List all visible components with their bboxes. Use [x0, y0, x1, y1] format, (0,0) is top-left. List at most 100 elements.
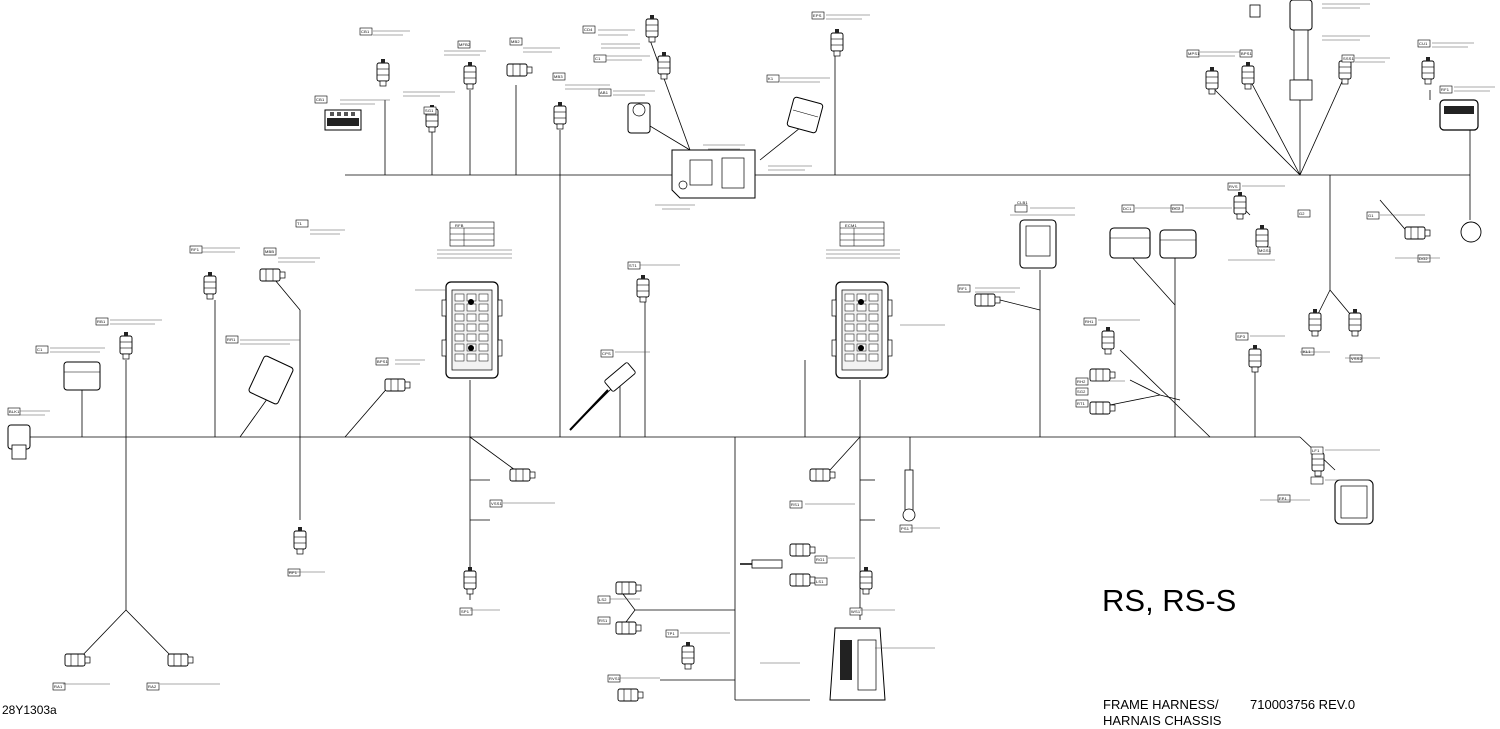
connector-sp3: [636, 274, 650, 303]
module-dc2: [1159, 229, 1197, 259]
connector-rh1: [1101, 326, 1115, 355]
connector-lf1: [974, 293, 1001, 307]
connector-ra1: [64, 653, 91, 667]
connector-rs1: [859, 566, 873, 595]
connector-ls1: [615, 581, 642, 595]
connector-tag: LS1: [816, 579, 824, 584]
connector-rt1: [1308, 308, 1322, 337]
connector-tag: MBB: [265, 249, 275, 254]
connector-tag: CD4: [584, 27, 593, 32]
connector-tag: G2: [1299, 211, 1305, 216]
connector-sg2: [1089, 401, 1116, 415]
connector-mfb2: [463, 61, 477, 90]
connector-tag: SP1: [461, 609, 470, 614]
connector-tag: RVS1: [609, 676, 621, 681]
connector-tag: RG1: [816, 557, 825, 562]
connector-tag: AB1: [600, 90, 609, 95]
black-block-cb1: [324, 109, 362, 131]
connector-tag: CLB1: [1017, 200, 1028, 205]
connector-cb1: [376, 58, 390, 87]
connector-tag: RF1: [959, 286, 968, 291]
ecm-bracket: [671, 149, 756, 199]
connector-rb1: [119, 331, 133, 360]
harness-title-fr: HARNAIS CHASSIS: [1103, 713, 1222, 728]
connector-tag: WS1: [851, 609, 861, 614]
connector-mgs1: [1248, 344, 1262, 373]
connector-tag: RS1: [791, 502, 800, 507]
model-label: RS, RS-S: [1102, 583, 1237, 618]
connector-tag: SP3: [1237, 334, 1246, 339]
connector-tag: C1: [37, 347, 43, 352]
connector-tag: LF1: [1312, 448, 1320, 453]
connector-tag: RA1: [54, 684, 63, 689]
connector-sp1: [463, 566, 477, 595]
connector-tag: BPS1: [377, 359, 389, 364]
connector-tag: MPS1: [1188, 51, 1200, 56]
connector-tag: RB1: [97, 319, 106, 324]
connector-tag: MB3: [554, 74, 563, 79]
connector-eps: [830, 28, 844, 57]
connector-rg1: [681, 641, 695, 670]
connector-tag: ST1: [629, 263, 637, 268]
main-connector-left: [7, 424, 31, 460]
connector-tag: RT1: [1077, 401, 1086, 406]
connector-mb2: [506, 63, 533, 77]
connector-tag: PS1: [901, 526, 910, 531]
fuse-box-ecm: [831, 281, 893, 379]
junction-c1: [63, 361, 101, 391]
module-t1: [248, 355, 294, 405]
connector-tag: TP1: [667, 631, 675, 636]
connector-tag: MB2: [511, 39, 520, 44]
connector-rr1: [384, 378, 411, 392]
connector-tp1: [617, 688, 644, 702]
module-fp1: [829, 627, 886, 701]
connector-tag: RA2: [148, 684, 157, 689]
connector-tag: RFB: [455, 223, 464, 228]
connector-tag: MGS1: [1259, 248, 1272, 253]
connector-tag: VSS2: [1351, 356, 1363, 361]
module-ab1: [786, 96, 824, 134]
connector-tag: SSS1: [1343, 56, 1355, 61]
sensor-rvs: [1233, 191, 1247, 220]
connector-rh2: [1089, 368, 1116, 382]
connector-tag: DC1: [1123, 206, 1132, 211]
sensor-mps1: [1205, 66, 1219, 95]
sensor-blk1: [1404, 226, 1431, 240]
connector-tag: RR1: [227, 337, 236, 342]
connector-tag: VSS1: [491, 501, 503, 506]
connector-tag: RVS: [1229, 184, 1238, 189]
connector-tag: ECM1: [845, 223, 857, 228]
connector-rf1-left: [203, 271, 217, 300]
connector-tag: RF1: [289, 570, 298, 575]
connector-tag: CU1: [1419, 41, 1428, 46]
sparkplug: [740, 559, 783, 569]
annotation-lines: [20, 3, 1495, 685]
connector-tag: CB1: [361, 29, 370, 34]
connector-tag: DC2: [1172, 206, 1181, 211]
connector-tag: K1: [768, 76, 774, 81]
connector-mbb: [259, 268, 286, 282]
sensor-g1: [789, 543, 816, 557]
connector-tag: RH1: [1085, 319, 1094, 324]
connector-tag: FP1: [1279, 496, 1287, 501]
connector-c1: [657, 51, 671, 80]
connector-tag: G1: [1368, 213, 1374, 218]
ground-ring-g2: [1460, 221, 1482, 243]
connector-tag: BPS1: [1241, 51, 1253, 56]
connector-tag: RS1: [599, 618, 608, 623]
connector-tag: SG1: [425, 108, 434, 113]
harness-title-en: FRAME HARNESS/: [1103, 697, 1219, 712]
connector-tag: T1: [297, 221, 303, 226]
ecm-module-clb1: [1019, 219, 1057, 269]
connector-tag: MFB2: [459, 42, 471, 47]
connector-tag: CB1: [316, 97, 325, 102]
connector-bps1-low: [293, 526, 307, 555]
connector-rt2: [1348, 308, 1362, 337]
connector-mb3: [553, 101, 567, 130]
connector-tag: RF1: [191, 247, 200, 252]
connector-tag: CPS: [602, 351, 611, 356]
module-dc1: [1109, 227, 1151, 259]
connector-tag: EPS: [813, 13, 822, 18]
connector-tag: C1: [595, 56, 601, 61]
